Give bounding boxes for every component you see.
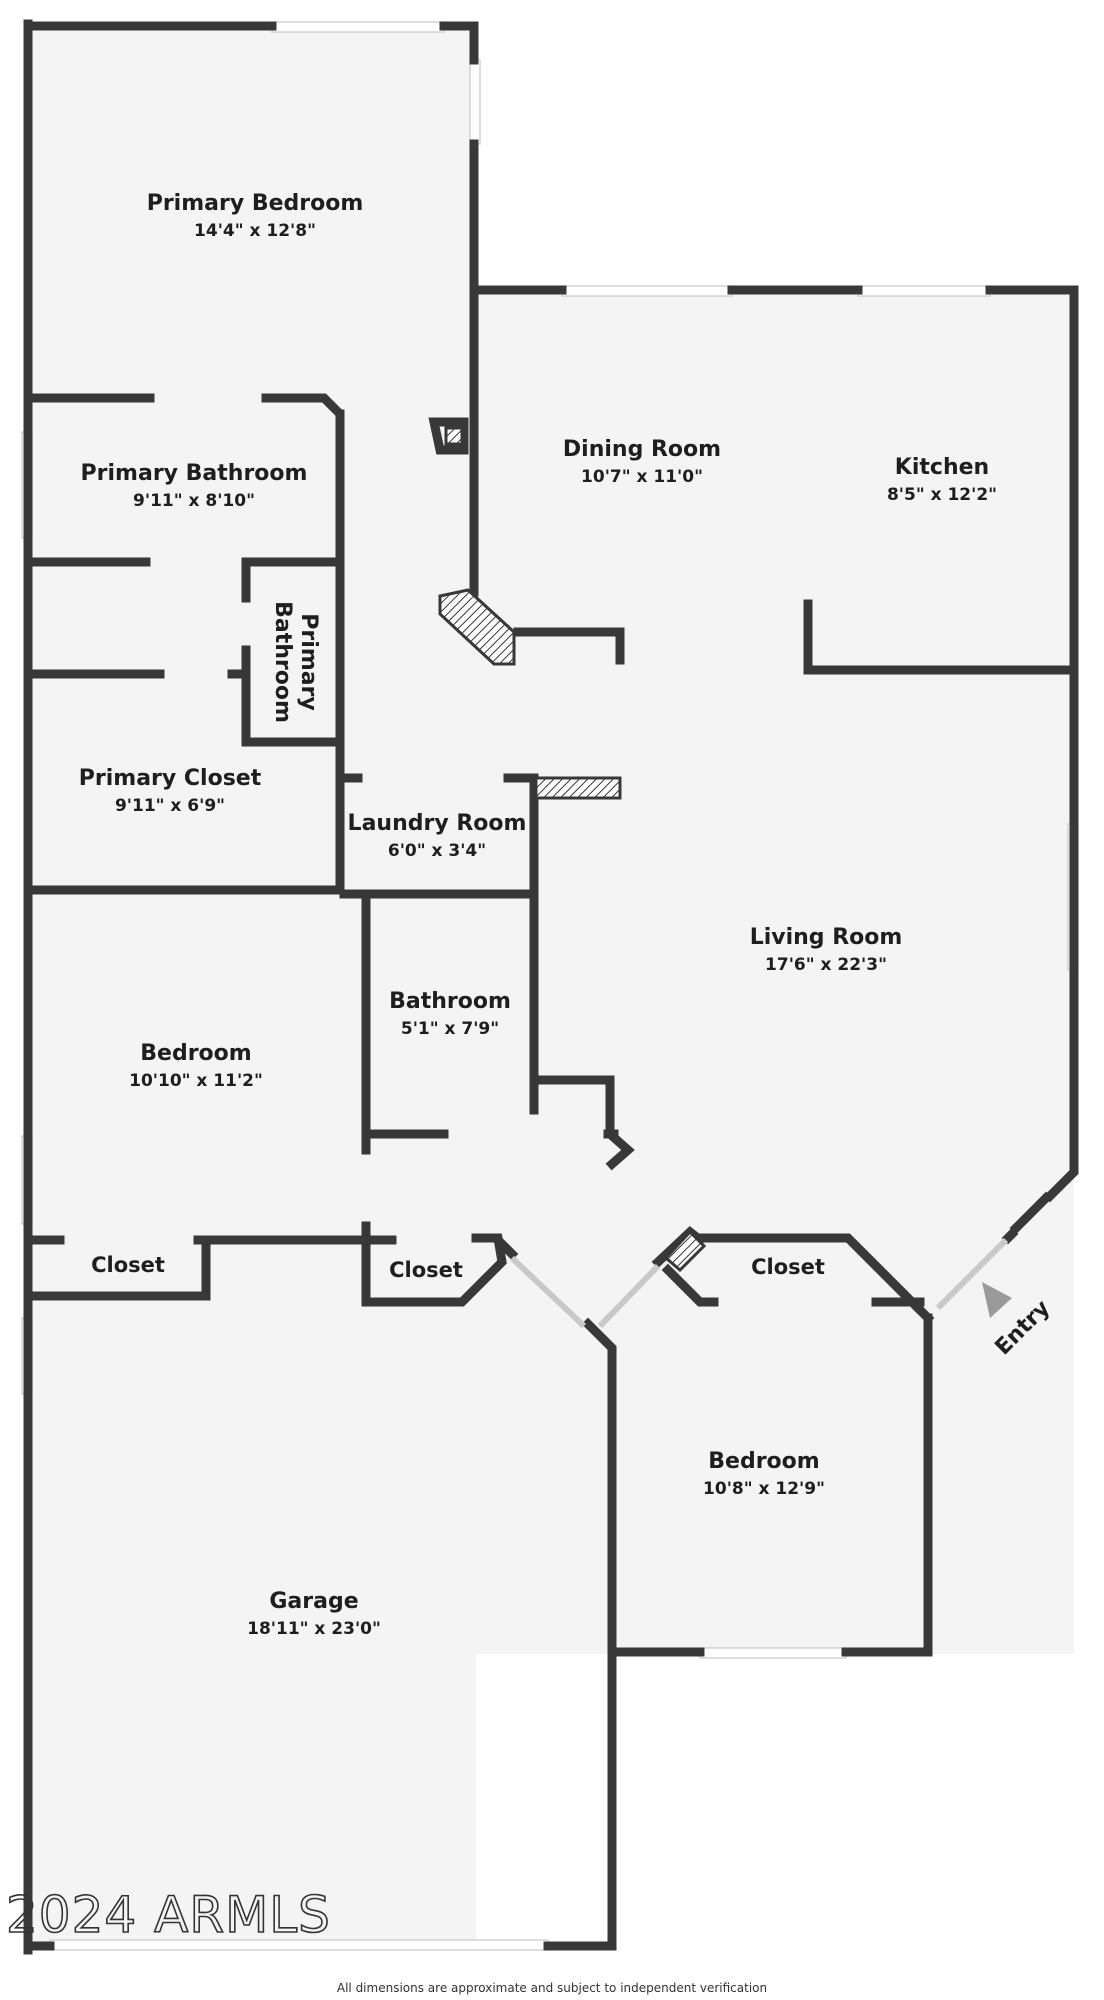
bedroom-left-label: Bedroom [140, 1041, 251, 1066]
dining-room-dim: 10'7" x 11'0" [581, 467, 703, 487]
bedroom-left-dim: 10'10" x 11'2" [129, 1071, 263, 1091]
garage-label: Garage [269, 1589, 358, 1614]
primary-bathroom-dim: 9'11" x 8'10" [133, 491, 255, 511]
closet-middle-label: Closet [389, 1258, 463, 1282]
walls [23, 19, 1079, 1955]
bathroom-dim: 5'1" x 7'9" [401, 1019, 499, 1039]
room-labels: Primary Bedroom 14'4" x 12'8" Dining Roo… [79, 191, 1055, 1639]
bedroom-right-dim: 10'8" x 12'9" [703, 1479, 825, 1499]
floor-areas [28, 28, 1074, 1948]
watermark: 2024 ARMLS [6, 1886, 331, 1944]
bathroom-label: Bathroom [389, 989, 511, 1014]
living-room-dim: 17'6" x 22'3" [765, 955, 887, 975]
kitchen-label: Kitchen [895, 455, 989, 480]
closet-left-label: Closet [91, 1253, 165, 1277]
hatched-elements [438, 426, 707, 1273]
primary-bathroom-small-line2: Bathroom [270, 601, 295, 723]
bedroom-right-label: Bedroom [708, 1449, 819, 1474]
primary-bedroom-label: Primary Bedroom [147, 191, 364, 216]
living-room-label: Living Room [750, 925, 903, 950]
door-swings [509, 1237, 1009, 1329]
entry-arrow-icon [982, 1282, 1012, 1318]
disclaimer: All dimensions are approximate and subje… [337, 1981, 767, 1995]
dining-room-label: Dining Room [563, 437, 721, 462]
primary-bedroom-dim: 14'4" x 12'8" [194, 221, 316, 241]
garage-dim: 18'11" x 23'0" [247, 1619, 381, 1639]
primary-bathroom-label: Primary Bathroom [81, 461, 308, 486]
primary-bathroom-small-line1: Primary [296, 613, 321, 710]
kitchen-dim: 8'5" x 12'2" [887, 485, 997, 505]
primary-closet-dim: 9'11" x 6'9" [115, 796, 225, 816]
primary-closet-label: Primary Closet [79, 766, 262, 791]
laundry-room-dim: 6'0" x 3'4" [388, 841, 486, 861]
laundry-room-label: Laundry Room [348, 811, 527, 836]
closet-right-label: Closet [751, 1255, 825, 1279]
